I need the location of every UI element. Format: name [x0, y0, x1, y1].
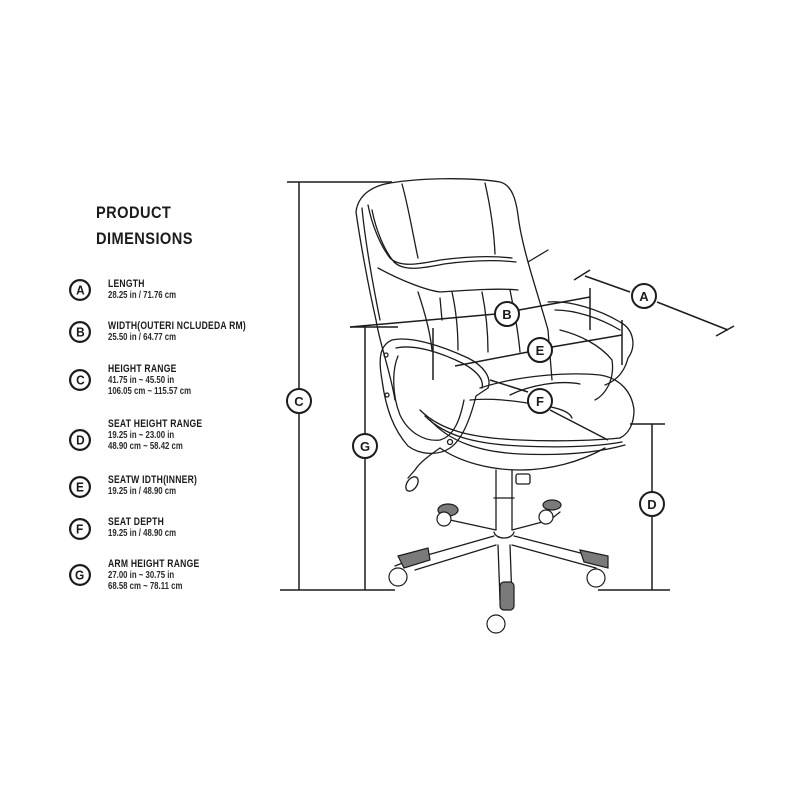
badge-f-icon: F: [69, 518, 91, 540]
svg-text:A: A: [639, 289, 649, 304]
badge-c-icon: C: [69, 369, 91, 391]
caster-cap-icon: [579, 549, 609, 569]
caster-cap-icon: [499, 581, 515, 611]
legend-value: 48.90 cm ~ 58.42 cm: [108, 441, 183, 452]
legend-label: LENGTH: [108, 278, 145, 290]
callouts: A B C D E F G: [286, 283, 665, 517]
legend-value: 25.50 in / 64.77 cm: [108, 332, 177, 343]
legend-value: 27.00 in ~ 30.75 in: [108, 570, 175, 581]
chair-drawing: [355, 178, 635, 601]
legend-value: 19.25 in / 48.90 cm: [108, 486, 177, 497]
svg-text:C: C: [294, 394, 304, 409]
legend-value: 19.25 in ~ 23.00 in: [108, 430, 175, 441]
legend-label: HEIGHT RANGE: [108, 363, 177, 375]
caster-cap-icon: [397, 547, 431, 569]
legend-label: SEAT HEIGHT RANGE: [108, 418, 203, 430]
callout-g: G: [352, 433, 378, 459]
svg-text:E: E: [536, 343, 545, 358]
badge-e-icon: E: [69, 476, 91, 498]
page-title: PRODUCT DIMENSIONS: [96, 200, 193, 252]
badge-b-icon: B: [69, 321, 91, 343]
wheel-icon: [538, 509, 554, 525]
wheel-icon: [486, 614, 506, 634]
legend-value: 28.25 in / 71.76 cm: [108, 290, 177, 301]
legend-value: 68.58 cm ~ 78.11 cm: [108, 581, 183, 592]
legend-label: ARM HEIGHT RANGE: [108, 558, 200, 570]
wheel-icon: [388, 567, 408, 587]
callout-d: D: [639, 491, 665, 517]
badge-a-icon: A: [69, 279, 91, 301]
title-line-2: DIMENSIONS: [96, 229, 193, 248]
badge-d-icon: D: [69, 429, 91, 451]
dimension-lines: [280, 181, 735, 591]
wheel-icon: [586, 568, 606, 588]
caster-cap-icon: [542, 499, 562, 511]
legend-label: WIDTH(OUTERI NCLUDEDA RM): [108, 320, 247, 332]
badge-g-icon: G: [69, 564, 91, 586]
callout-a: A: [631, 283, 657, 309]
legend-value: 41.75 in ~ 45.50 in: [108, 375, 175, 386]
legend-label: SEATW IDTH(INNER): [108, 474, 198, 486]
caster-wheels: [388, 509, 606, 634]
legend-value: 106.05 cm ~ 115.57 cm: [108, 386, 192, 397]
callout-b: B: [494, 301, 520, 327]
svg-text:D: D: [647, 497, 656, 512]
svg-text:F: F: [536, 394, 544, 409]
callout-c: C: [286, 388, 312, 414]
svg-text:B: B: [502, 307, 511, 322]
callout-f: F: [527, 388, 553, 414]
title-line-1: PRODUCT: [96, 203, 172, 222]
svg-text:G: G: [360, 439, 370, 454]
legend-value: 19.25 in / 48.90 cm: [108, 528, 177, 539]
legend-label: SEAT DEPTH: [108, 516, 165, 528]
callout-e: E: [527, 337, 553, 363]
wheel-icon: [436, 511, 452, 527]
caster-caps: [397, 499, 609, 611]
